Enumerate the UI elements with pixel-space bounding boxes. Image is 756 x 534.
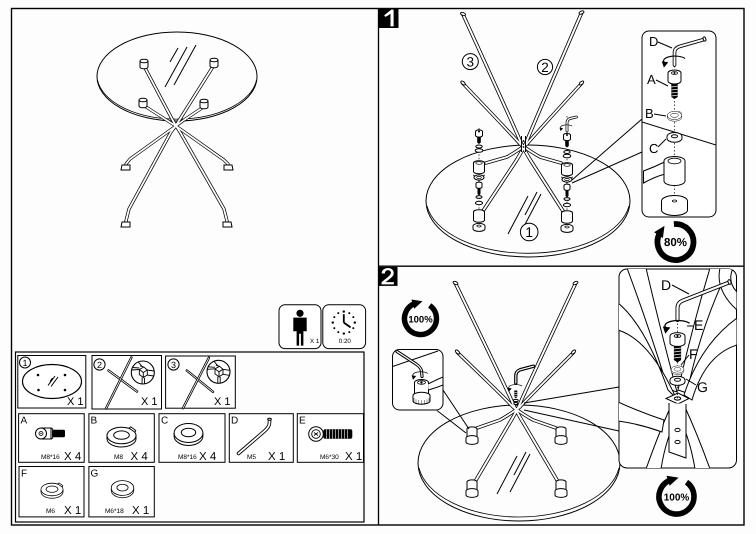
svg-text:C: C bbox=[649, 141, 658, 156]
svg-text:G: G bbox=[697, 379, 708, 395]
svg-text:D: D bbox=[661, 277, 671, 293]
svg-text:X 1: X 1 bbox=[214, 396, 231, 408]
svg-text:X 1: X 1 bbox=[310, 338, 320, 345]
svg-text:E: E bbox=[694, 317, 703, 333]
svg-text:2: 2 bbox=[541, 60, 549, 75]
svg-text:M6*30: M6*30 bbox=[320, 454, 339, 461]
svg-text:3: 3 bbox=[171, 360, 176, 370]
svg-text:X 4: X 4 bbox=[131, 451, 149, 463]
svg-text:B: B bbox=[91, 416, 98, 427]
svg-text:X 1: X 1 bbox=[132, 505, 149, 517]
svg-text:X 4: X 4 bbox=[199, 451, 217, 463]
svg-text:C: C bbox=[161, 416, 168, 427]
svg-text:G: G bbox=[91, 469, 99, 480]
svg-text:80%: 80% bbox=[664, 237, 687, 249]
svg-text:2: 2 bbox=[97, 360, 102, 370]
svg-text:1: 1 bbox=[22, 358, 27, 368]
svg-text:E: E bbox=[299, 416, 306, 427]
svg-text:100%: 100% bbox=[664, 493, 690, 504]
svg-text:M8*16: M8*16 bbox=[41, 454, 60, 461]
svg-text:A: A bbox=[647, 72, 656, 87]
svg-text:M6*18: M6*18 bbox=[105, 508, 124, 515]
svg-text:X 4: X 4 bbox=[64, 451, 82, 463]
svg-text:100%: 100% bbox=[408, 314, 433, 325]
svg-text:A: A bbox=[21, 416, 28, 427]
svg-text:X 1: X 1 bbox=[141, 396, 158, 408]
svg-text:M5: M5 bbox=[247, 454, 256, 461]
svg-text:F: F bbox=[21, 469, 27, 480]
svg-text:0:20: 0:20 bbox=[339, 338, 352, 345]
svg-text:X 1: X 1 bbox=[64, 505, 81, 517]
svg-text:F: F bbox=[689, 346, 698, 362]
svg-text:M6: M6 bbox=[46, 508, 55, 515]
svg-text:X 1: X 1 bbox=[67, 396, 84, 408]
svg-text:D: D bbox=[231, 416, 238, 427]
svg-text:M8: M8 bbox=[114, 454, 123, 461]
svg-text:X 1: X 1 bbox=[345, 451, 362, 463]
svg-text:D: D bbox=[649, 34, 658, 49]
svg-text:1: 1 bbox=[525, 224, 533, 240]
svg-text:M8*16: M8*16 bbox=[178, 454, 197, 461]
svg-text:B: B bbox=[645, 106, 654, 121]
svg-text:X 1: X 1 bbox=[268, 451, 285, 463]
svg-text:3: 3 bbox=[467, 55, 475, 70]
